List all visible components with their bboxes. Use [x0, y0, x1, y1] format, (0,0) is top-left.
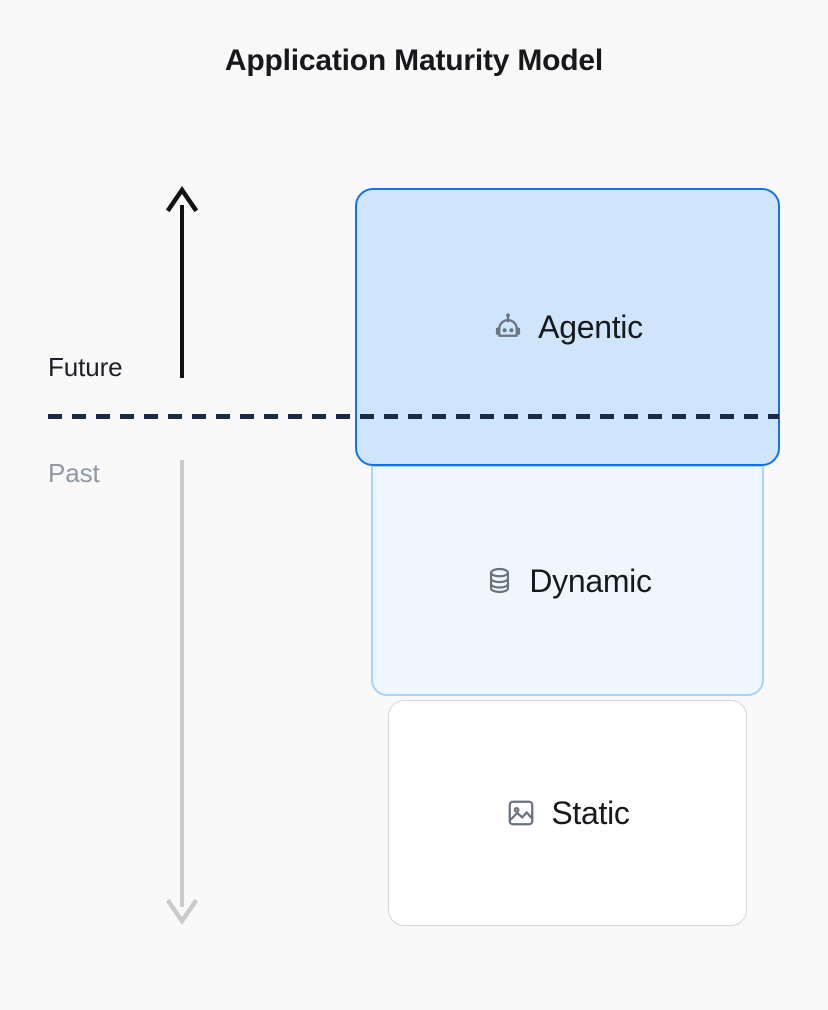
- layer-dynamic-label: Dynamic: [529, 562, 652, 599]
- layer-agentic-label: Agentic: [538, 309, 643, 345]
- layer-dynamic[interactable]: Dynamic: [371, 465, 764, 696]
- page-title: Application Maturity Model: [224, 44, 604, 77]
- layer-static-label: Static: [551, 795, 630, 831]
- future-past-divider: [48, 414, 779, 419]
- layer-agentic[interactable]: Agentic: [355, 188, 780, 466]
- layer-static[interactable]: Static: [388, 700, 747, 926]
- image-icon: [505, 797, 537, 829]
- robot-icon: [492, 311, 524, 343]
- database-icon: [483, 565, 515, 597]
